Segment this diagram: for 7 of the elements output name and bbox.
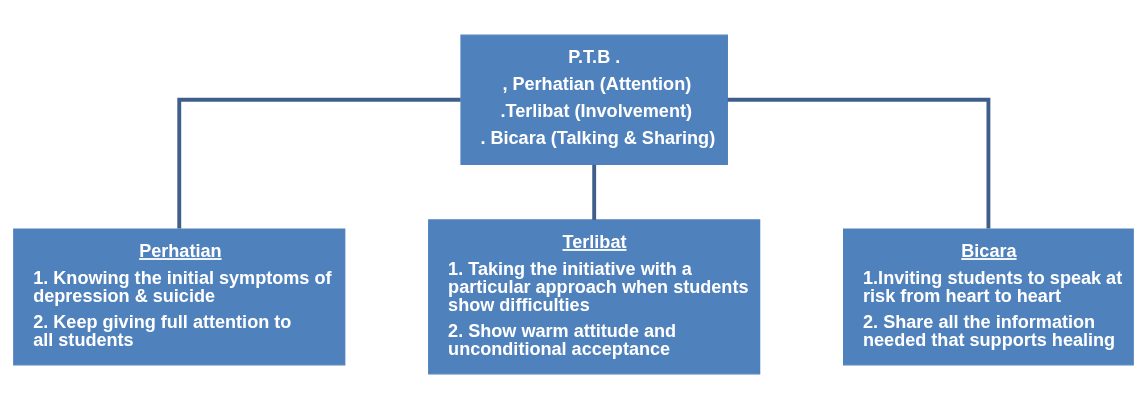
connector <box>177 97 461 229</box>
node-box: Bicara 1.Inviting students to speak at risk from heart to heart 2. Share all the information needed that supports healing <box>843 228 1134 366</box>
node-box: Perhatian 1. Knowing the initial symptoms of depression & suicide 2. Keep giving full attention to all students <box>13 228 346 366</box>
connector <box>592 164 597 220</box>
node-box: Terlibat 1. Taking the initiative with a particular approach when students show difficulties 2. Show warm attitude and unconditional acceptance <box>428 219 761 375</box>
connector <box>727 97 991 229</box>
node-box: P.T.B . , Perhatian (Attention) .Terlibat (Involvement) . Bicara (Talking & Sharing) <box>460 34 728 166</box>
